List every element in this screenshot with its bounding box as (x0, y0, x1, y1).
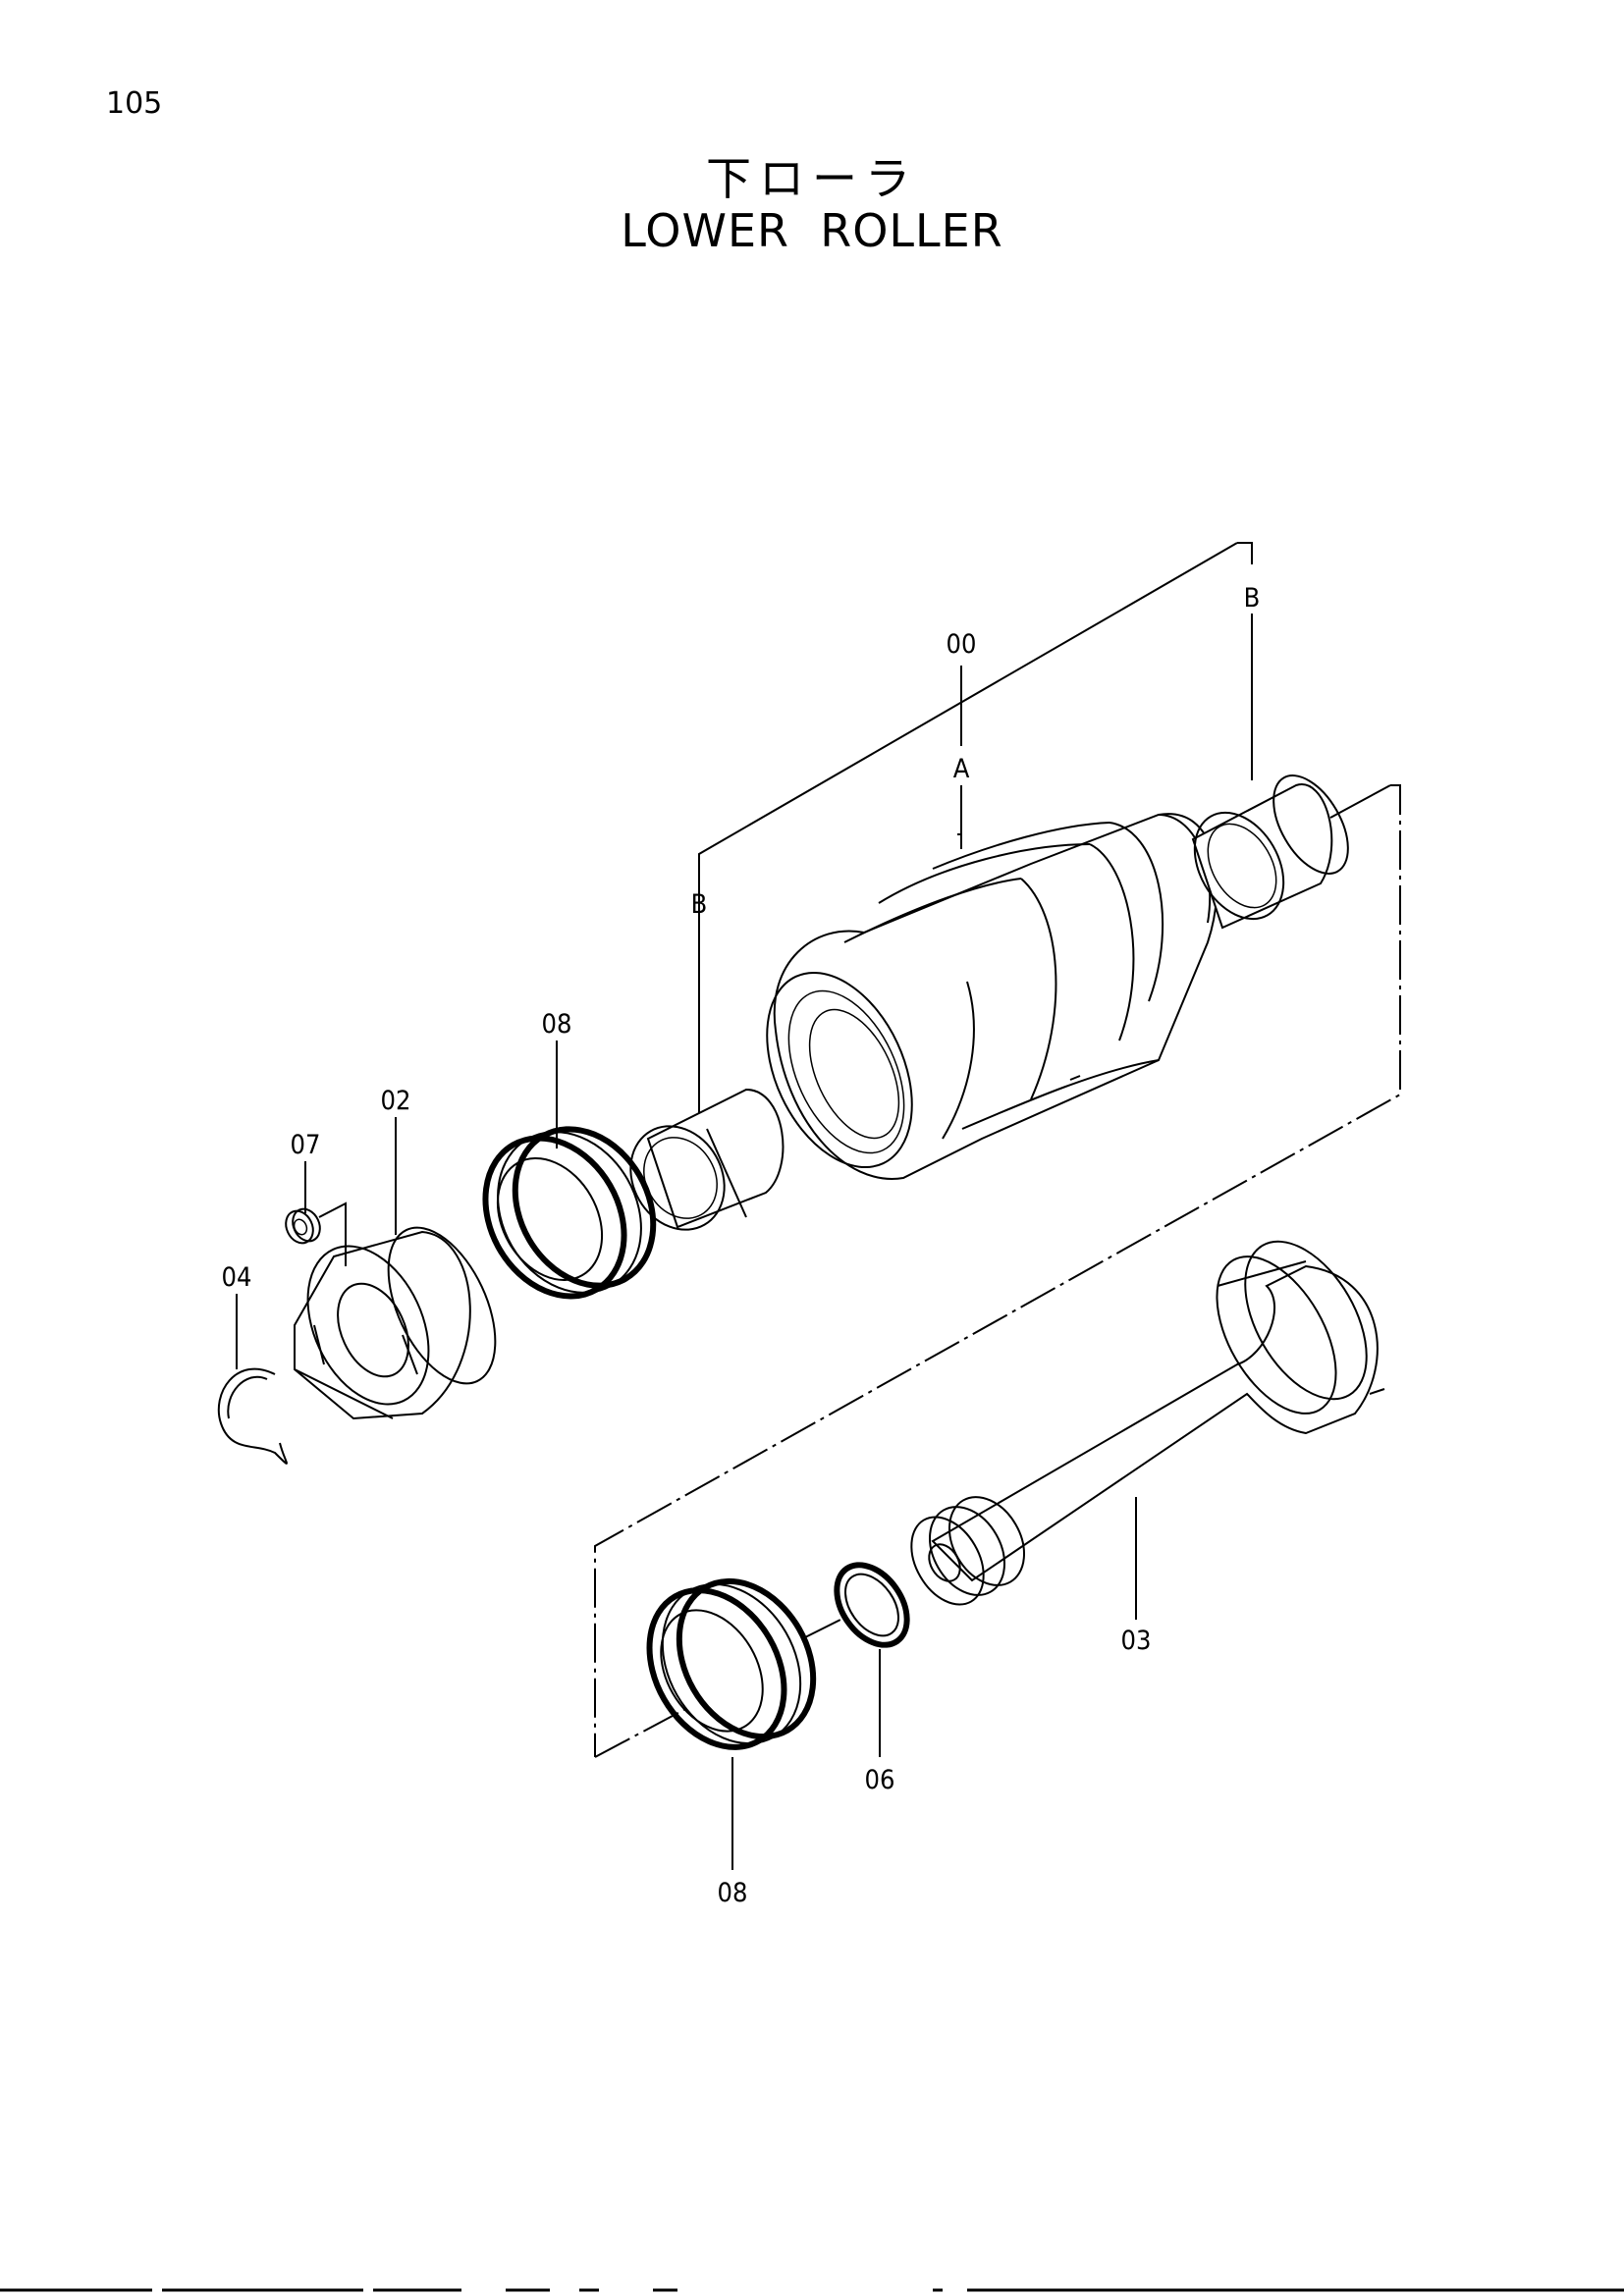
retaining-ring (217, 1367, 288, 1465)
floating-seal-lower (646, 1577, 845, 1750)
plug (285, 1201, 347, 1266)
shaft-bracket (594, 784, 1401, 1758)
callout-plug: 07 (291, 1130, 321, 1160)
callout-retaining-ring: 04 (222, 1262, 252, 1293)
roller-body (766, 813, 1218, 1180)
callout-shaft: 03 (1121, 1626, 1152, 1656)
page-title: LOWER ROLLER (621, 204, 1003, 257)
callout-collar: 02 (381, 1086, 411, 1116)
page-number: 105 (106, 86, 163, 121)
callout-seal-lower: 08 (718, 1878, 748, 1908)
bushing-upper (1191, 774, 1349, 930)
callout-o-ring: 06 (865, 1765, 895, 1795)
callout-seal-upper: 08 (542, 1009, 572, 1040)
callout-assembly: 00 (947, 629, 977, 660)
callout-ref-a: A (953, 754, 970, 784)
page-title-japanese: 下ローラ (706, 152, 918, 205)
bushing-lower (629, 1088, 785, 1231)
shaft (910, 1240, 1385, 1606)
callout-ref-b-upper: B (1244, 583, 1261, 614)
floating-seal-upper (482, 1126, 657, 1300)
o-ring (834, 1562, 910, 1648)
callout-ref-b-lower: B (691, 889, 708, 920)
assembly-bracket (698, 542, 1253, 1127)
leader-lines (236, 614, 1253, 1870)
collar (294, 1226, 497, 1420)
